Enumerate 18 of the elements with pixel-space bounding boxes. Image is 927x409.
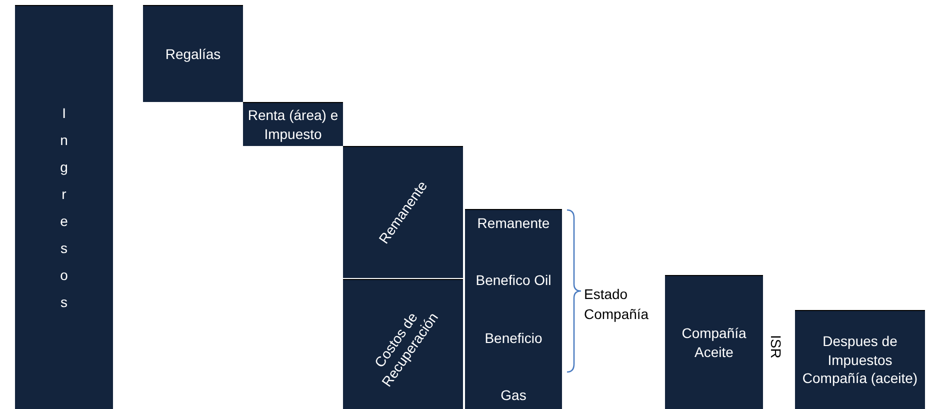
box-text: Benefico Oil bbox=[476, 271, 552, 290]
process-box bbox=[15, 5, 113, 409]
box-text: Renta (área) e Impuesto bbox=[246, 106, 340, 144]
box-text: Regalías bbox=[165, 44, 221, 64]
box-text: Remanente bbox=[477, 214, 550, 233]
box-text: Compañía Aceite bbox=[680, 324, 748, 362]
process-box bbox=[795, 310, 925, 409]
box-text: Beneficio bbox=[484, 328, 542, 348]
text-label: ISR bbox=[767, 335, 785, 358]
process-box bbox=[665, 275, 763, 409]
text-label: Estado Compañía bbox=[584, 285, 650, 324]
process-box bbox=[465, 209, 562, 409]
process-box bbox=[143, 5, 243, 102]
process-box bbox=[343, 146, 463, 278]
process-box bbox=[343, 279, 463, 409]
box-text: Despues de Impuestos Compañía (aceite) bbox=[801, 332, 919, 388]
box-text: Ingresos bbox=[60, 104, 68, 312]
box-text: Gas bbox=[500, 386, 526, 405]
